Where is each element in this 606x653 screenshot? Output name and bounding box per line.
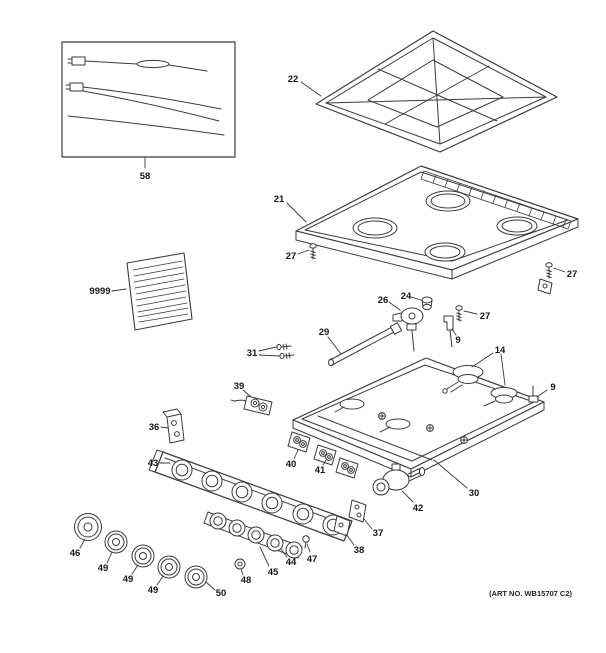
callout-50: 50 bbox=[216, 588, 227, 599]
burner-grate bbox=[315, 30, 558, 153]
callout-45: 45 bbox=[268, 567, 279, 578]
control-panel bbox=[148, 449, 353, 542]
callout-24: 24 bbox=[401, 291, 412, 302]
callout-21: 21 bbox=[274, 194, 285, 205]
igniter-electrodes bbox=[378, 412, 468, 444]
callout-41: 41 bbox=[315, 465, 326, 476]
callout-46: 46 bbox=[70, 548, 81, 559]
callout-39: 39 bbox=[234, 381, 245, 392]
callout-31: 31 bbox=[247, 348, 258, 359]
burner-assembly-group bbox=[334, 365, 518, 433]
screw-27-right bbox=[545, 262, 553, 279]
panel-bracket bbox=[162, 408, 185, 444]
screw-27-left bbox=[309, 243, 317, 260]
trim-strip bbox=[203, 511, 303, 559]
gas-valve bbox=[372, 463, 426, 496]
callout-49-c: 49 bbox=[148, 585, 159, 596]
disc-48 bbox=[234, 558, 246, 570]
callout-9-right: 9 bbox=[550, 382, 555, 393]
callout-27-left: 27 bbox=[286, 251, 297, 262]
callout-47: 47 bbox=[307, 554, 318, 565]
callout-44: 44 bbox=[286, 557, 297, 568]
art-number: (ART NO. WB15707 C2) bbox=[489, 589, 572, 598]
callout-37: 37 bbox=[373, 528, 384, 539]
gas-elbow-fitting-mid bbox=[443, 315, 454, 348]
callout-42: 42 bbox=[413, 503, 424, 514]
maintop-panel bbox=[295, 165, 579, 280]
leader-lines bbox=[79, 81, 566, 591]
callout-48: 48 bbox=[241, 575, 252, 586]
spark-switch bbox=[230, 395, 273, 416]
ignition-wire-kit bbox=[61, 41, 236, 158]
knob-openings bbox=[171, 459, 344, 536]
callout-49-a: 49 bbox=[98, 563, 109, 574]
gas-elbow-fitting-right bbox=[528, 385, 539, 403]
callout-29: 29 bbox=[319, 327, 330, 338]
gas-tube bbox=[328, 322, 403, 367]
pressure-regulator bbox=[392, 296, 433, 352]
callout-14: 14 bbox=[495, 345, 506, 356]
callout-58: 58 bbox=[140, 171, 151, 182]
callout-38: 38 bbox=[354, 545, 365, 556]
clip-47 bbox=[302, 535, 310, 549]
switch-41 bbox=[313, 444, 337, 466]
burner-box bbox=[292, 357, 545, 478]
callout-labels: 58 22 21 27 27 27 9999 24 26 9 29 31 14 … bbox=[70, 74, 578, 599]
callout-27-mid: 27 bbox=[480, 311, 491, 322]
callout-9-mid: 9 bbox=[455, 335, 460, 346]
control-knobs bbox=[74, 513, 208, 589]
callout-40: 40 bbox=[286, 459, 297, 470]
callout-22: 22 bbox=[288, 74, 299, 85]
burner-openings bbox=[352, 190, 538, 262]
mini-manual bbox=[126, 252, 193, 331]
bracket-37 bbox=[348, 499, 367, 523]
switch-40 bbox=[287, 431, 311, 453]
vent-hatch-band bbox=[420, 170, 572, 230]
callout-30: 30 bbox=[469, 488, 480, 499]
screw-27-mid bbox=[455, 305, 463, 322]
callout-26: 26 bbox=[378, 295, 389, 306]
callout-43: 43 bbox=[148, 458, 159, 469]
switch-extra bbox=[335, 457, 359, 479]
callout-27-right: 27 bbox=[567, 269, 578, 280]
callout-36: 36 bbox=[149, 422, 160, 433]
mounting-bracket-right bbox=[537, 278, 553, 295]
callout-49-b: 49 bbox=[123, 574, 134, 585]
callout-9999: 9999 bbox=[89, 286, 110, 297]
